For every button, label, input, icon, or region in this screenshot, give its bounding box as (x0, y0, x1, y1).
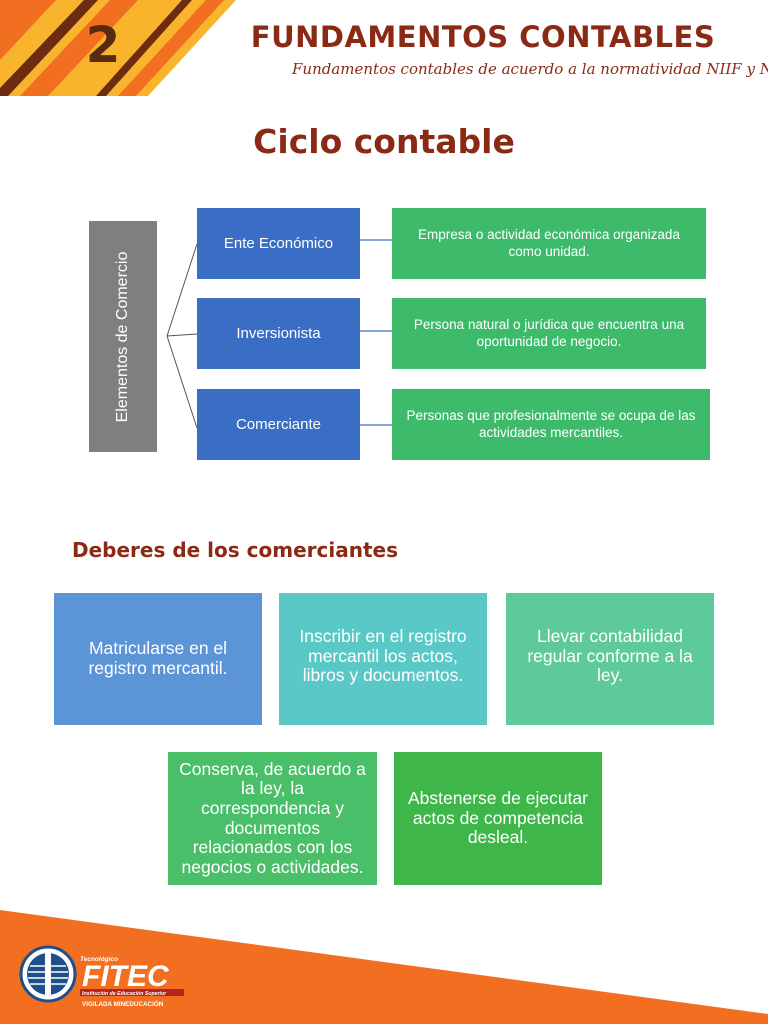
chapter-number: 2 (85, 16, 121, 74)
definition-text: Empresa o actividad económica organizada… (418, 227, 680, 259)
diagram-root-label: Elementos de Comercio (114, 251, 131, 422)
diagram-root-box: Elementos de Comercio (89, 221, 157, 452)
definition-box-ente-economico: Empresa o actividad económica organizada… (392, 208, 706, 279)
category-label: Inversionista (236, 325, 321, 342)
page-subtitle: Fundamentos contables de acuerdo a la no… (292, 60, 768, 78)
duty-box-3: Llevar contabilidad regular conforme a l… (506, 593, 714, 725)
category-box-comerciante: Comerciante (197, 389, 360, 460)
duty-text: Inscribir en el registro mercantil los a… (299, 626, 467, 686)
duty-box-1: Matricularse en el registro mercantil. (54, 593, 262, 725)
duty-text: Matricularse en el registro mercantil. (88, 638, 228, 678)
duty-box-5: Abstenerse de ejecutar actos de competen… (394, 752, 602, 885)
chapter-badge (0, 0, 236, 96)
logo-text: FITEC (82, 960, 170, 993)
definition-box-inversionista: Persona natural o jurídica que encuentra… (392, 298, 706, 369)
duty-text: Conserva, de acuerdo a la ley, la corres… (179, 758, 366, 877)
duties-title: Deberes de los comerciantes (72, 538, 398, 562)
category-box-inversionista: Inversionista (197, 298, 360, 369)
logo-vigilada: VIGILADA MINEDUCACIÓN (82, 999, 164, 1008)
page-title: FUNDAMENTOS CONTABLES (250, 20, 716, 54)
fitec-logo: Tecnológico FITEC Institución de Educaci… (19, 945, 186, 1008)
duty-box-4: Conserva, de acuerdo a la ley, la corres… (168, 752, 377, 885)
logo-small-top: Tecnológico (80, 956, 118, 963)
definition-text: Persona natural o jurídica que encuentra… (413, 317, 685, 349)
section-title: Ciclo contable (253, 122, 515, 161)
duty-box-2: Inscribir en el registro mercantil los a… (279, 593, 487, 725)
logo-tagline: Institución de Educación Superior (82, 991, 167, 997)
definition-box-comerciante: Personas que profesionalmente se ocupa d… (392, 389, 710, 460)
duty-text: Llevar contabilidad regular conforme a l… (527, 626, 693, 686)
category-label: Ente Económico (223, 235, 334, 252)
category-label: Comerciante (235, 416, 322, 433)
duty-text: Abstenerse de ejecutar actos de competen… (408, 788, 588, 848)
category-box-ente-economico: Ente Económico (197, 208, 360, 279)
footer-band (0, 910, 768, 1024)
definition-text: Personas que profesionalmente se ocupa d… (406, 408, 696, 440)
